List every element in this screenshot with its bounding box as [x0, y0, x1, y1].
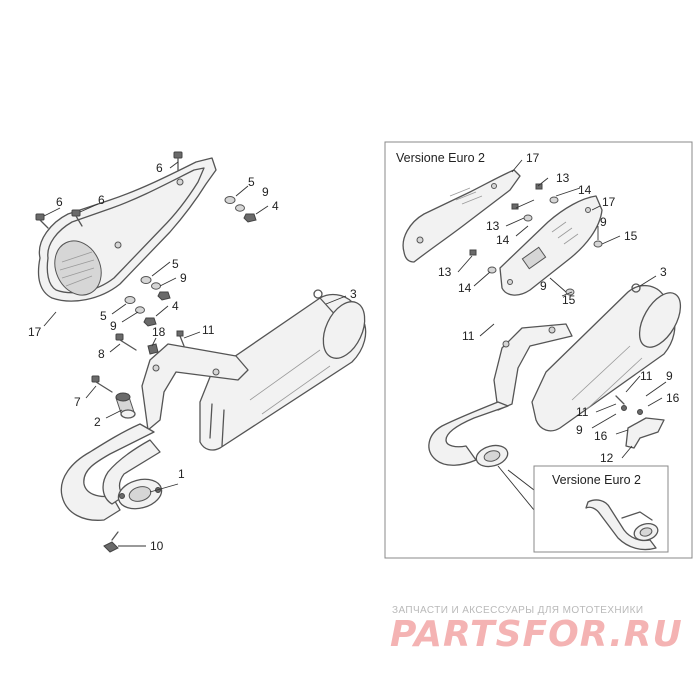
washer-nut-set-lower — [124, 276, 171, 327]
euro2-heat-shield-part — [402, 169, 521, 263]
euro2-callouts: 17 13 14 17 9 15 13 14 13 14 9 15 3 11 1… — [438, 151, 680, 465]
callout-9b: 9 — [180, 271, 187, 285]
callout-4b: 4 — [172, 299, 179, 313]
euro2-box-title: Versione Euro 2 — [396, 151, 485, 165]
euro2-callout-17: 17 — [526, 151, 540, 165]
callout-10: 10 — [150, 539, 164, 553]
callout-6c: 6 — [98, 193, 105, 207]
euro2-callout-15b: 16 — [594, 429, 608, 443]
euro2-callout-13: 14 — [578, 183, 592, 197]
stud-11 — [176, 330, 185, 347]
bolt-6-left — [35, 213, 49, 229]
euro2-callout-11b: 11 — [640, 369, 653, 383]
heat-shield-part — [37, 157, 217, 302]
rubber-bushing-part — [115, 392, 136, 419]
bolt-10 — [103, 531, 119, 553]
euro2-muffler-part — [531, 283, 682, 432]
callout-7: 7 — [74, 395, 81, 409]
washer-nut-set-upper — [224, 196, 257, 223]
euro2-box: Versione Euro 2 — [384, 141, 693, 559]
bolt-7 — [91, 375, 113, 393]
callout-9c: 9 — [110, 319, 117, 333]
euro2-callout-12: 13 — [556, 171, 570, 185]
euro2-heat-shield-b-part — [499, 195, 603, 296]
callout-3: 3 — [350, 287, 357, 301]
partsfor-logo: PARTSFOR.RU — [390, 614, 683, 655]
callout-2: 2 — [94, 415, 101, 429]
euro2-callout-3: 3 — [660, 265, 667, 279]
callout-9: 9 — [262, 185, 269, 199]
euro2-callout-11: 11 — [462, 329, 475, 343]
bracket-arm-part — [141, 343, 249, 431]
main-leaders — [43, 161, 347, 547]
euro2-callout-12c: 13 — [438, 265, 452, 279]
callout-4: 4 — [272, 199, 279, 213]
header-pipe-part — [60, 423, 163, 521]
euro2-callout-17b: 17 — [602, 195, 616, 209]
callout-17: 17 — [28, 325, 42, 339]
euro2-callout-9: 9 — [600, 215, 607, 229]
main-callouts: 1 2 3 4 4 5 5 5 6 6 6 7 8 9 9 9 10 11 17… — [28, 161, 357, 553]
callout-1: 1 — [178, 467, 185, 481]
euro2-inset-pipe-part — [585, 499, 659, 551]
euro2-leaders — [457, 159, 667, 459]
euro2-callout-15: 16 — [666, 391, 680, 405]
bolt-6-top — [173, 151, 183, 171]
muffler-part — [199, 289, 367, 451]
euro2-callout-9b: 9 — [540, 279, 547, 293]
euro2-callout-9d: 9 — [576, 423, 583, 437]
euro2-callout-13c: 14 — [458, 281, 472, 295]
nut-18 — [147, 343, 159, 355]
euro2-header-pipe-part — [428, 401, 509, 468]
callout-18: 18 — [152, 325, 166, 339]
callout-5: 5 — [248, 175, 255, 189]
euro2-callout-11c: 11 — [576, 405, 589, 419]
main-assembly: 1 2 3 4 4 5 5 5 6 6 6 7 8 9 9 9 10 11 17… — [28, 151, 367, 553]
euro2-callout-9c: 9 — [666, 369, 673, 383]
euro2-inset-title: Versione Euro 2 — [552, 473, 641, 487]
euro2-callout-12b: 13 — [486, 219, 500, 233]
callout-8: 8 — [98, 347, 105, 361]
euro2-fasteners — [469, 183, 603, 296]
bolt-8 — [115, 333, 137, 351]
euro2-callout-13b: 14 — [496, 233, 510, 247]
euro2-sensor-bracket-part — [615, 395, 665, 449]
watermark-tagline: ЗАПЧАСТИ И АКСЕССУАРЫ ДЛЯ МОТОТЕХНИКИ — [392, 605, 644, 616]
bolt-6-mid — [71, 209, 83, 227]
callout-6: 6 — [156, 161, 163, 175]
callout-6b: 6 — [56, 195, 63, 209]
partsfor-logo-text: PARTSFOR.RU — [390, 614, 683, 655]
euro2-callout-14b: 15 — [562, 293, 576, 307]
euro2-inset: Versione Euro 2 — [497, 465, 669, 553]
euro2-callout-14: 15 — [624, 229, 638, 243]
euro2-callout-16: 12 — [600, 451, 614, 465]
callout-5c: 5 — [100, 309, 107, 323]
callout-11: 11 — [202, 323, 215, 337]
callout-5b: 5 — [172, 257, 179, 271]
